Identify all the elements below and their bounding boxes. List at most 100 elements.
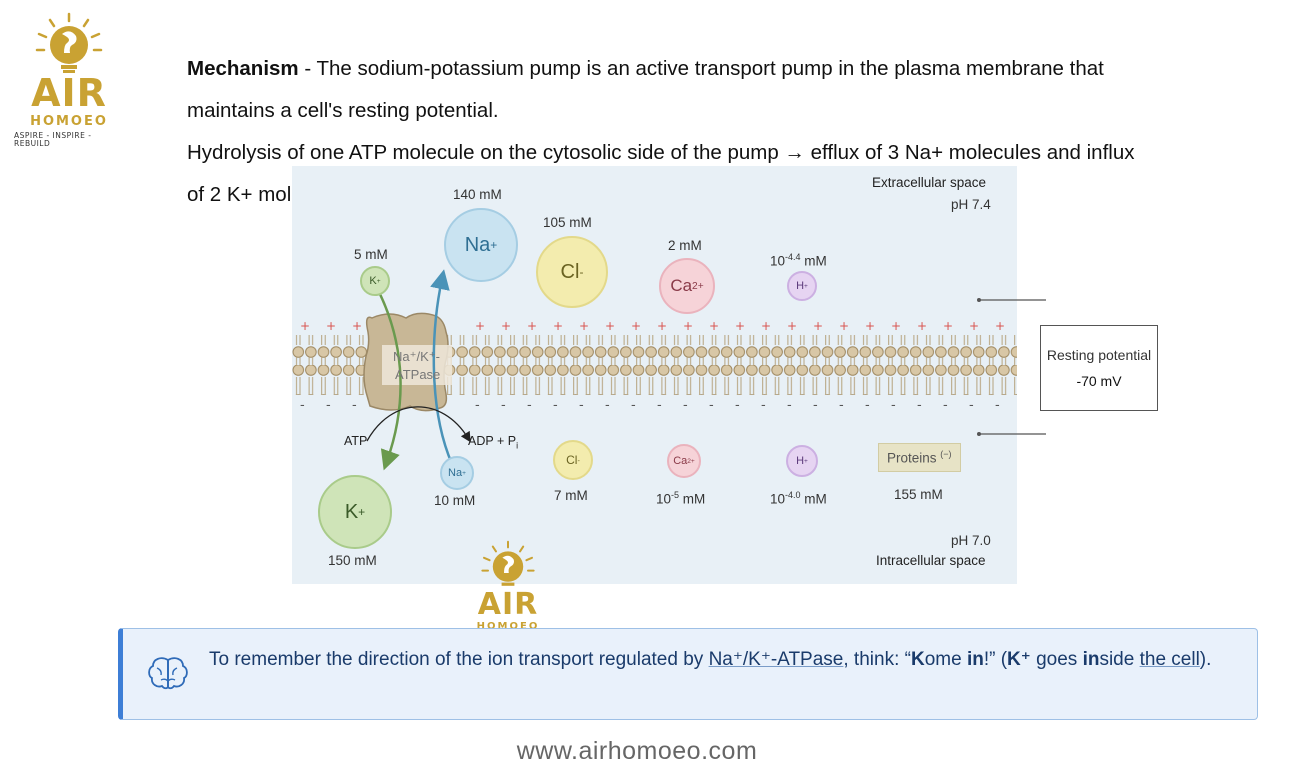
k-inside-conc: 150 mM [328, 553, 377, 568]
mnemonic-kplus-bold: K⁺ [1007, 649, 1031, 670]
mnemonic-t13: ). [1199, 649, 1212, 670]
svg-text:-: - [501, 398, 506, 413]
na-efflux-arrow [430, 269, 454, 465]
k-ion-inside-symbol: K [344, 500, 359, 523]
ca-inside-base: 10 [656, 491, 672, 507]
cl-outside-conc: 105 mM [543, 215, 592, 230]
ca-ion-charge: 2+ [692, 280, 704, 292]
cl-ion-charge: - [579, 265, 584, 279]
brand-logo: AIR HOMOEO ASPIRE - INSPIRE - REBUILD [14, 12, 124, 147]
svg-text:+: + [501, 319, 511, 333]
adp-label: ADP + Pi [468, 434, 518, 451]
svg-text:+: + [352, 319, 362, 333]
svg-text:+: + [326, 319, 336, 333]
h-inside-conc: 10-4.0 mM [770, 490, 827, 507]
h-ion-outside: H+ [787, 271, 817, 301]
svg-text:-: - [787, 398, 792, 413]
adp-text: ADP + P [468, 434, 517, 448]
mnemonic-t9: goes [1030, 649, 1083, 670]
na-ion-inside-symbol: Na [448, 467, 463, 479]
svg-text:+: + [865, 319, 875, 333]
ca-ion-symbol: Ca [670, 276, 693, 295]
watermark-wordmark: AIR [477, 587, 539, 622]
mnemonic-text: To remember the direction of the ion tra… [209, 645, 1239, 675]
svg-text:+: + [787, 319, 797, 333]
svg-text:-: - [761, 398, 766, 413]
intracellular-ph-label: pH 7.0 [951, 533, 991, 548]
ca-ion-inside-symbol: Ca [673, 455, 688, 467]
atpase-label-line-1: Na⁺/K⁺- [393, 349, 440, 364]
negative-charges: --- ---- ---- ---- ---- ---- - [300, 398, 1000, 413]
svg-text:-: - [579, 398, 584, 413]
svg-text:+: + [527, 319, 537, 333]
mnemonic-cell-link[interactable]: the cell [1139, 649, 1200, 670]
ca-inside-conc: 10-5 mM [656, 490, 705, 507]
mnemonic-callout: To remember the direction of the ion tra… [118, 628, 1258, 720]
ca-inside-exp: -5 [671, 490, 680, 500]
svg-text:+: + [969, 319, 979, 333]
h-inside-exp: -4.0 [785, 490, 801, 500]
k-outside-conc: 5 mM [354, 247, 388, 262]
svg-text:-: - [553, 398, 558, 413]
k-ion-outside: K+ [360, 266, 390, 296]
svg-text:+: + [631, 319, 641, 333]
svg-text:-: - [943, 398, 948, 413]
atp-hydrolysis-arrow [366, 406, 471, 443]
extracellular-space-label: Extracellular space [872, 175, 987, 190]
svg-text:-: - [300, 398, 305, 413]
svg-text:+: + [683, 319, 693, 333]
cl-ion-symbol: Cl [560, 260, 580, 283]
proteins-conc: 155 mM [894, 487, 943, 502]
h-inside-unit: mM [800, 491, 827, 507]
svg-text:-: - [657, 398, 662, 413]
logo-tagline: ASPIRE - INSPIRE - REBUILD [14, 131, 92, 148]
cl-ion-inside-symbol: Cl [566, 453, 578, 467]
svg-text:+: + [995, 319, 1005, 333]
svg-text:+: + [605, 319, 615, 333]
h-outside-exp: -4.4 [785, 252, 801, 262]
watermark-logo: AIR HOMOEO ASPIRE - INSPIRE - REBUILD [462, 540, 554, 647]
svg-text:+: + [553, 319, 563, 333]
cl-ion-inside: Cl- [553, 440, 593, 480]
svg-text:-: - [969, 398, 974, 413]
atp-label: ATP [344, 434, 368, 448]
svg-text:-: - [813, 398, 818, 413]
cl-ion-outside: Cl- [536, 236, 608, 308]
mechanism-line-1-text: - The sodium-potassium pump is an active… [298, 57, 1104, 80]
svg-text:-: - [839, 398, 844, 413]
sodium-potassium-pump-diagram: +++ ++++ ++++ ++++ ++++ ++++ + --- ---- … [292, 166, 1017, 584]
svg-text:+: + [761, 319, 771, 333]
na-ion-symbol: Na [464, 233, 491, 256]
svg-text:-: - [995, 398, 1000, 413]
positive-charges: +++ ++++ ++++ ++++ ++++ ++++ + [300, 319, 1005, 333]
svg-text:-: - [475, 398, 480, 413]
resting-potential-box: Resting potential -70 mV [1040, 325, 1158, 411]
svg-text:+: + [735, 319, 745, 333]
na-outside-conc: 140 mM [453, 187, 502, 202]
mechanism-line-1: Mechanism - The sodium-potassium pump is… [187, 48, 1187, 90]
na-inside-conc: 10 mM [434, 493, 476, 508]
svg-text:+: + [709, 319, 719, 333]
svg-text:-: - [683, 398, 688, 413]
na-ion-inside-charge: + [462, 469, 466, 477]
k-ion-symbol: K [369, 275, 377, 287]
k-ion-charge: + [376, 277, 381, 285]
mnemonic-enzyme-link[interactable]: Na⁺/K⁺-ATPase [708, 649, 844, 670]
ca-inside-unit: mM [679, 491, 706, 507]
brain-icon [148, 657, 188, 690]
svg-text:+: + [579, 319, 589, 333]
mnemonic-t7: !” ( [983, 649, 1008, 670]
k-influx-arrow [374, 285, 402, 471]
na-ion-charge: + [490, 238, 498, 252]
h-outside-unit: mM [800, 253, 827, 269]
mnemonic-t5: ome [924, 649, 967, 670]
svg-text:+: + [300, 319, 310, 333]
website-footer: www.airhomoeo.com [516, 737, 758, 765]
resting-potential-label: Resting potential [1046, 347, 1152, 363]
mnemonic-t3: , think: “ [843, 649, 911, 670]
proteins-charge: (−) [940, 449, 952, 459]
proteins-label: Proteins [887, 450, 937, 466]
lightbulb-head-icon [481, 540, 535, 586]
